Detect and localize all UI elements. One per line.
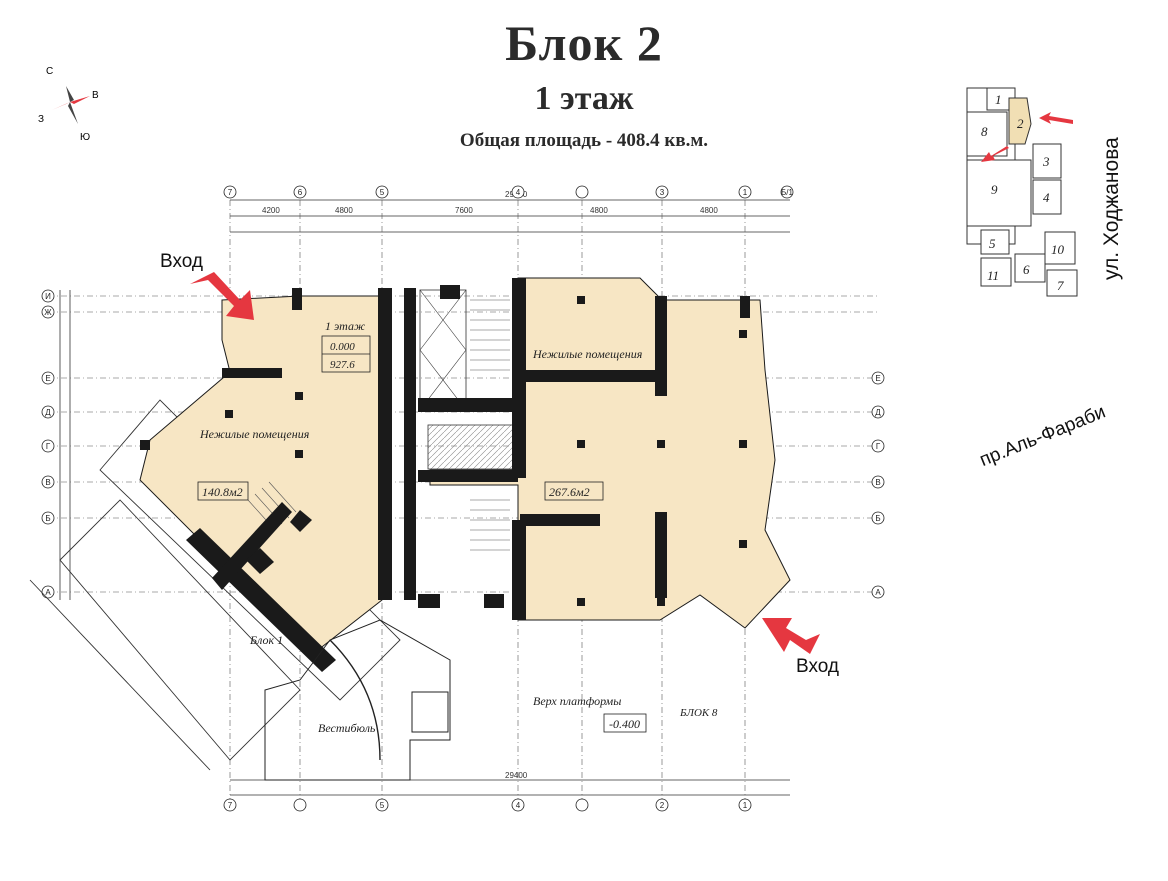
entrance-label-bottom: Вход: [796, 656, 839, 677]
key-label-7: 7: [1057, 278, 1064, 293]
key-entrance-arrow-2-icon: [981, 146, 1009, 162]
axis-right-v: В: [875, 478, 880, 487]
key-label-9: 9: [991, 182, 998, 197]
platform-level-box: [603, 713, 647, 733]
top-dim-3: 7600: [455, 206, 473, 215]
area-box-left: [197, 481, 249, 501]
compass-w: З: [38, 114, 44, 125]
axis-left-i: И: [45, 292, 51, 301]
key-label-10: 10: [1051, 242, 1065, 257]
key-label-11: 11: [987, 268, 999, 283]
entrance-arrow-bottom-icon: [762, 618, 820, 654]
vestibule-outline: [264, 619, 451, 781]
key-label-6: 6: [1023, 262, 1030, 277]
key-label-8: 8: [981, 124, 988, 139]
axis-left-e: Е: [45, 374, 50, 383]
key-block-9: [966, 159, 1032, 227]
top-dim-2: 4800: [335, 206, 353, 215]
entrance-arrow-top-icon: [190, 272, 254, 320]
key-block-10: [1044, 231, 1076, 265]
columns: [140, 296, 747, 606]
key-map: 1 2 8 3 9 4 5 10 6 11 7: [966, 87, 1078, 297]
key-block-6: [1014, 253, 1046, 283]
axis-left-zh: Ж: [44, 308, 52, 317]
overall-dimension-bottom: 29400: [505, 771, 528, 780]
elevator-core: [419, 289, 467, 411]
axis-bottom-2: 2: [660, 801, 665, 810]
top-axis-markers: [223, 185, 794, 812]
compass-s: Ю: [80, 132, 90, 143]
axis-left-g: Г: [46, 442, 51, 451]
level-bottom: 927.6: [330, 359, 355, 371]
compass-north-arrow-icon: [66, 86, 74, 102]
axis-top-6: 6: [298, 188, 303, 197]
axis-top-5: 5: [380, 188, 385, 197]
axis-right-b: Б: [875, 514, 880, 523]
axis-left-b: Б: [45, 514, 50, 523]
level-top: 0.000: [330, 341, 355, 353]
axis-bottom-5: 5: [380, 801, 385, 810]
key-label-1: 1: [995, 92, 1002, 107]
walls: [186, 278, 750, 672]
axis-top-7: 7: [228, 188, 233, 197]
key-label-3: 3: [1042, 154, 1050, 169]
total-area: Общая площадь - 408.4 кв.м.: [459, 130, 709, 151]
axis-top-3: 3: [660, 188, 665, 197]
compass-e: В: [92, 90, 99, 101]
axis-top-4: 4: [516, 188, 521, 197]
compass-n: С: [46, 66, 53, 77]
left-axis-markers: [41, 289, 885, 599]
key-block-4: [1032, 179, 1062, 215]
key-block-7: [1046, 269, 1078, 297]
stair-hatch: [427, 424, 517, 470]
compass-east-arrow-icon: [70, 96, 90, 104]
axis-right-a: А: [875, 588, 881, 597]
compass-west-arrow-icon: [52, 102, 70, 110]
key-label-4: 4: [1043, 190, 1050, 205]
top-dim-1: 4200: [262, 206, 280, 215]
axis-bottom-4: 4: [516, 801, 521, 810]
key-block-11: [980, 257, 1012, 287]
key-label-5: 5: [989, 236, 996, 251]
area-right: 267.6м2: [549, 485, 590, 499]
axis-bottom-1: 1: [743, 801, 748, 810]
key-entrance-arrow-icon: [1039, 112, 1073, 124]
axis-left-d: Д: [45, 408, 51, 417]
page-title: Блок 2: [505, 15, 663, 71]
vestibule-label: Вестибюль: [318, 721, 376, 735]
block8-label: БЛОК 8: [679, 707, 718, 719]
room-label-right: Нежилые помещения: [532, 347, 643, 361]
area-left: 140.8м2: [202, 485, 243, 499]
platform-level: -0.400: [609, 717, 640, 731]
area-box-right: [544, 481, 604, 501]
axis-top-2: 1: [743, 188, 748, 197]
floor-label: 1 этаж: [325, 319, 365, 333]
compass: С В З Ю: [38, 66, 99, 143]
floor-subtitle: 1 этаж: [534, 80, 634, 117]
axis-left-v: В: [45, 478, 50, 487]
block1-label: Блок 1: [249, 633, 283, 647]
key-block-3: [1032, 143, 1062, 179]
platform-label: Верх платформы: [533, 694, 621, 708]
block1-outline: [29, 399, 401, 771]
axis-top-b1: Б/1: [781, 188, 793, 197]
street-khodzhanova: ул. Ходжанова: [1100, 137, 1123, 280]
axis-bottom-7: 7: [228, 801, 233, 810]
top-dim-4: 4800: [590, 206, 608, 215]
axis-left-a: А: [45, 588, 51, 597]
top-dim-5: 4800: [700, 206, 718, 215]
axis-right-d: Д: [875, 408, 881, 417]
key-label-2: 2: [1017, 116, 1024, 131]
axis-right-g: Г: [876, 442, 881, 451]
entrance-label-top: Вход: [160, 251, 203, 272]
key-block-2: [1008, 97, 1032, 145]
axis-right-e: Е: [875, 374, 880, 383]
key-block-8: [966, 111, 1008, 157]
compass-south-arrow-icon: [68, 102, 78, 124]
key-block-5: [980, 229, 1010, 255]
room-label-left: Нежилые помещения: [199, 427, 310, 441]
